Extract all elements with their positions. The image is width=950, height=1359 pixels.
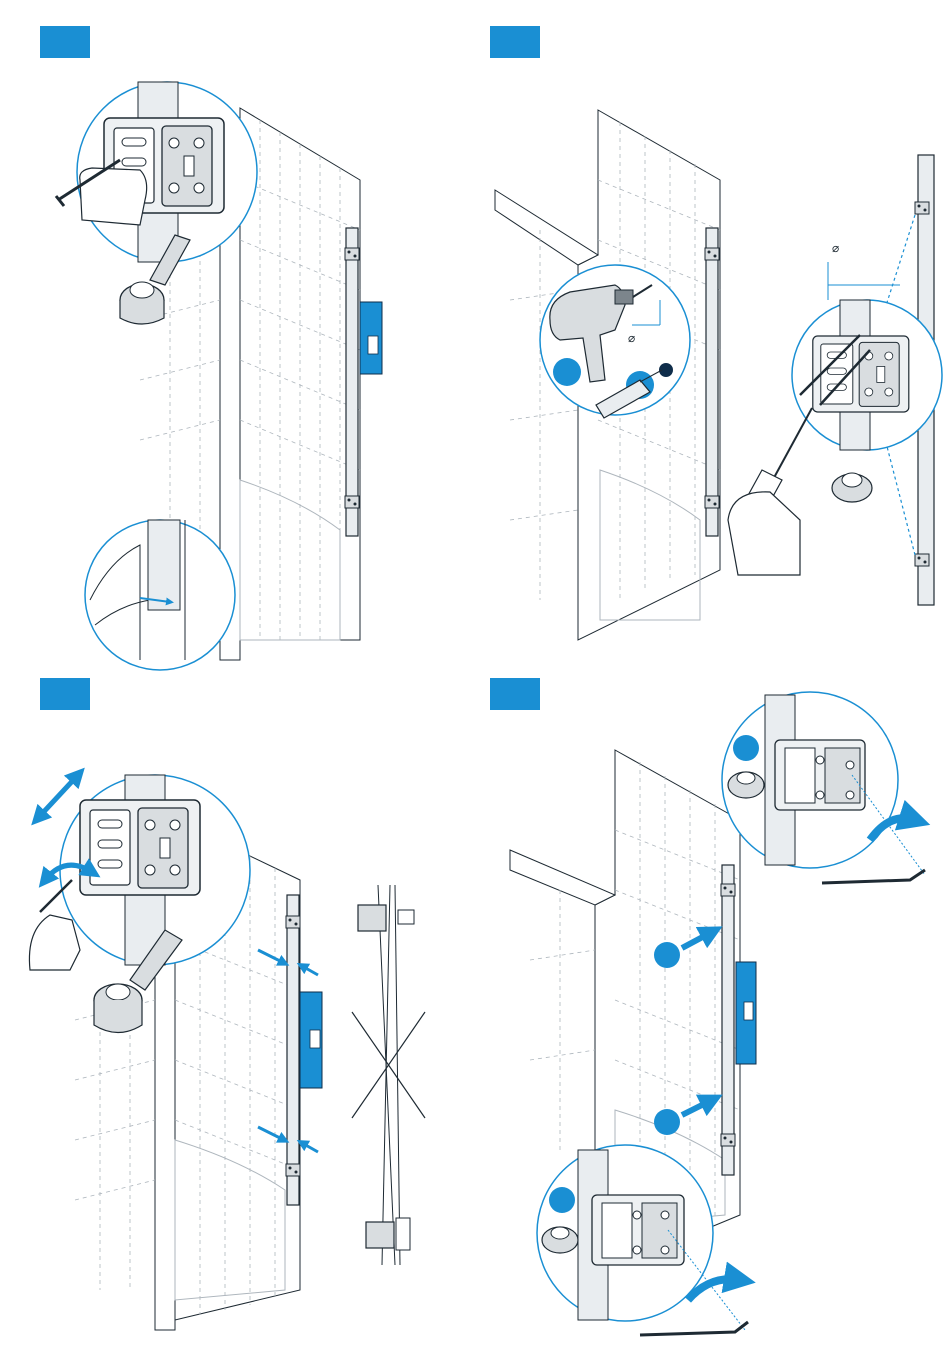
step-4-panel xyxy=(510,692,925,1335)
marker-circle-b xyxy=(654,942,680,968)
marker-circle-d xyxy=(733,735,759,761)
screw-diameter-symbol: ⌀ xyxy=(832,241,839,255)
step-1-panel xyxy=(56,82,382,670)
glass-door-3 xyxy=(286,895,322,1205)
allen-key-icon-bottom xyxy=(640,1322,748,1335)
drill-diameter-symbol: ⌀ xyxy=(628,331,635,345)
glass-door xyxy=(345,228,382,536)
glass-door-2 xyxy=(705,228,719,536)
hand-icon xyxy=(56,160,147,225)
step-3-panel xyxy=(29,775,425,1330)
wrong-cross-icon xyxy=(352,885,425,1265)
allen-key-detail-top xyxy=(722,692,925,875)
marker-circle-c xyxy=(654,1109,680,1135)
floor-detail-icon xyxy=(85,520,235,670)
marker-circle-e xyxy=(549,1187,575,1213)
allen-key-icon xyxy=(822,870,925,883)
marker-circle-a xyxy=(553,358,581,386)
drill-icon: ⌀ xyxy=(540,265,690,415)
step-2-panel: ⌀ ⌀ xyxy=(495,110,942,640)
screwdriver-icon xyxy=(728,408,812,575)
